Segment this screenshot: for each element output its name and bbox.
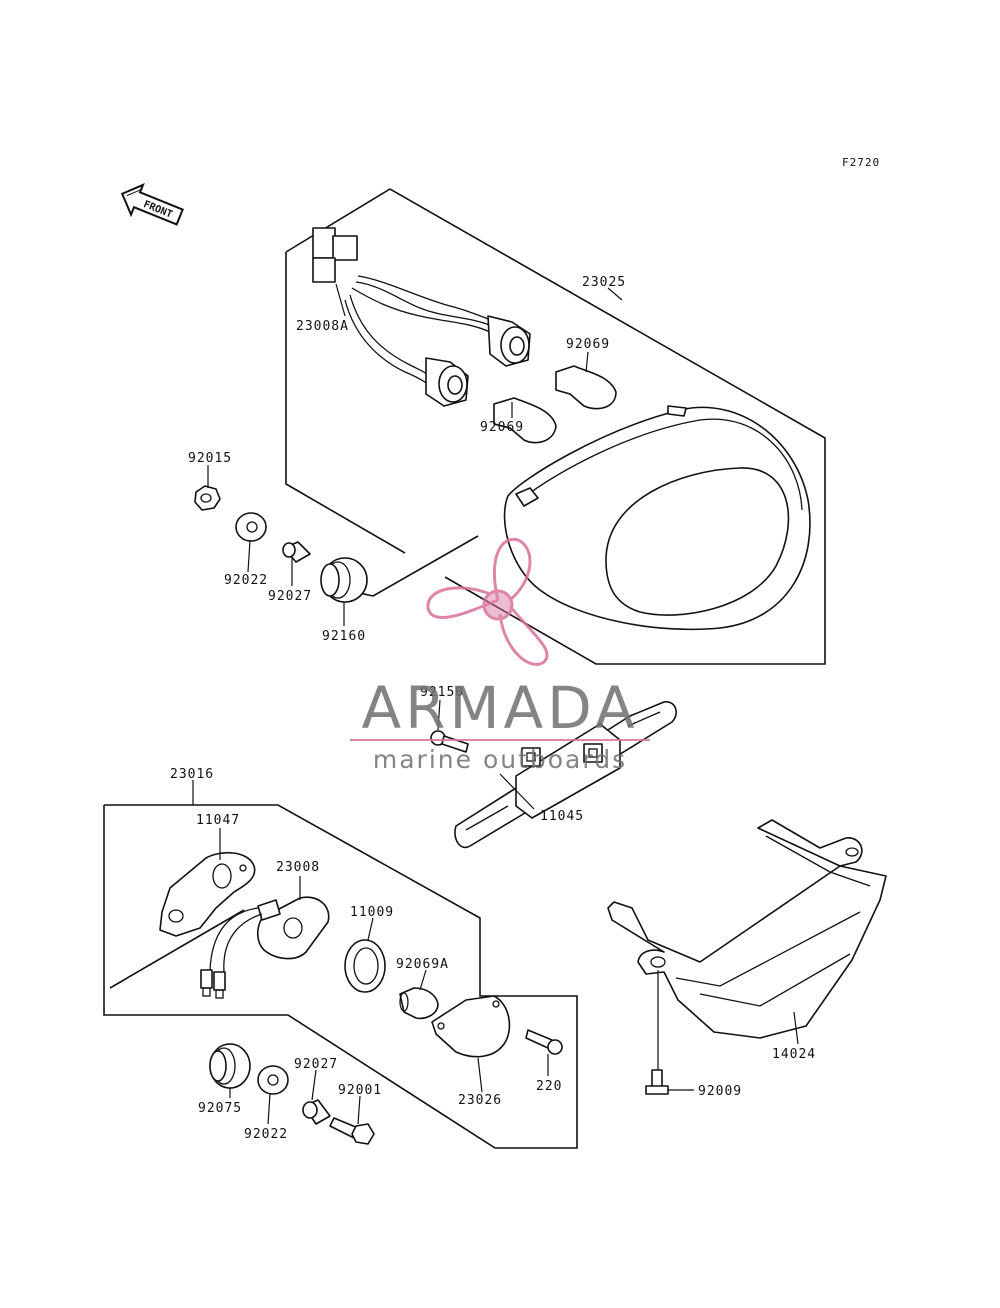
taillight-lens — [503, 405, 811, 631]
washer-92022-upper — [235, 512, 267, 542]
part-label: 11047 — [196, 813, 240, 828]
bulb-92069A — [399, 987, 439, 1020]
watermark: ARMADA marine outboards — [350, 537, 650, 774]
part-label: 92001 — [338, 1083, 382, 1098]
part-label: 11045 — [540, 809, 584, 824]
gasket-11009 — [344, 939, 386, 993]
leader-lines — [192, 283, 799, 1125]
part-label: 14024 — [772, 1047, 816, 1062]
nut-92015 — [194, 485, 221, 511]
part-label: 92069 — [566, 337, 610, 352]
part-label: 92022 — [244, 1127, 288, 1142]
part-label: 23016 — [170, 767, 214, 782]
grommet-92160 — [320, 557, 368, 603]
propeller-logo-icon — [426, 537, 549, 666]
bulb-lower — [493, 397, 557, 444]
part-label: 92022 — [224, 573, 268, 588]
part-label: 92015 — [188, 451, 232, 466]
screw-220 — [525, 1029, 563, 1055]
bolt-92001 — [329, 1117, 375, 1145]
lens-23026 — [431, 995, 511, 1058]
collar-92027-lower — [302, 1099, 331, 1125]
part-label: 92075 — [198, 1101, 242, 1116]
part-label: 92069A — [396, 957, 449, 972]
part-label: 92027 — [268, 589, 312, 604]
license-light-frame — [103, 804, 578, 1149]
figure-code: F2720 — [842, 156, 880, 169]
part-label: 23008A — [296, 319, 349, 334]
grommet-92075 — [209, 1043, 251, 1089]
bracket-11047 — [159, 851, 256, 937]
part-label: 92009 — [698, 1084, 742, 1099]
wire-harness — [312, 227, 531, 407]
rear-fender-14024 — [607, 819, 887, 1039]
bulb-upper — [555, 365, 617, 410]
part-label: 220 — [536, 1079, 562, 1094]
screw-92009 — [645, 1069, 669, 1095]
part-label: 92160 — [322, 629, 366, 644]
front-arrow-icon: FRONT — [120, 183, 184, 226]
part-label: 92150 — [420, 685, 464, 700]
watermark-brand: ARMADA — [361, 674, 638, 742]
part-label: 11009 — [350, 905, 394, 920]
part-label: 23008 — [276, 860, 320, 875]
part-label: 23025 — [582, 275, 626, 290]
taillight-assembly-frame — [285, 188, 826, 665]
socket-23008 — [200, 896, 330, 999]
washer-92022-lower — [257, 1065, 289, 1095]
part-labels: 23025 23008A 92069 92069 92015 92022 920… — [170, 275, 816, 1142]
watermark-tagline: marine outboards — [373, 745, 627, 774]
part-label: 92069 — [480, 420, 524, 435]
part-label: 23026 — [458, 1093, 502, 1108]
collar-92027-upper — [282, 541, 311, 563]
part-label: 92027 — [294, 1057, 338, 1072]
license-bracket — [454, 701, 677, 849]
